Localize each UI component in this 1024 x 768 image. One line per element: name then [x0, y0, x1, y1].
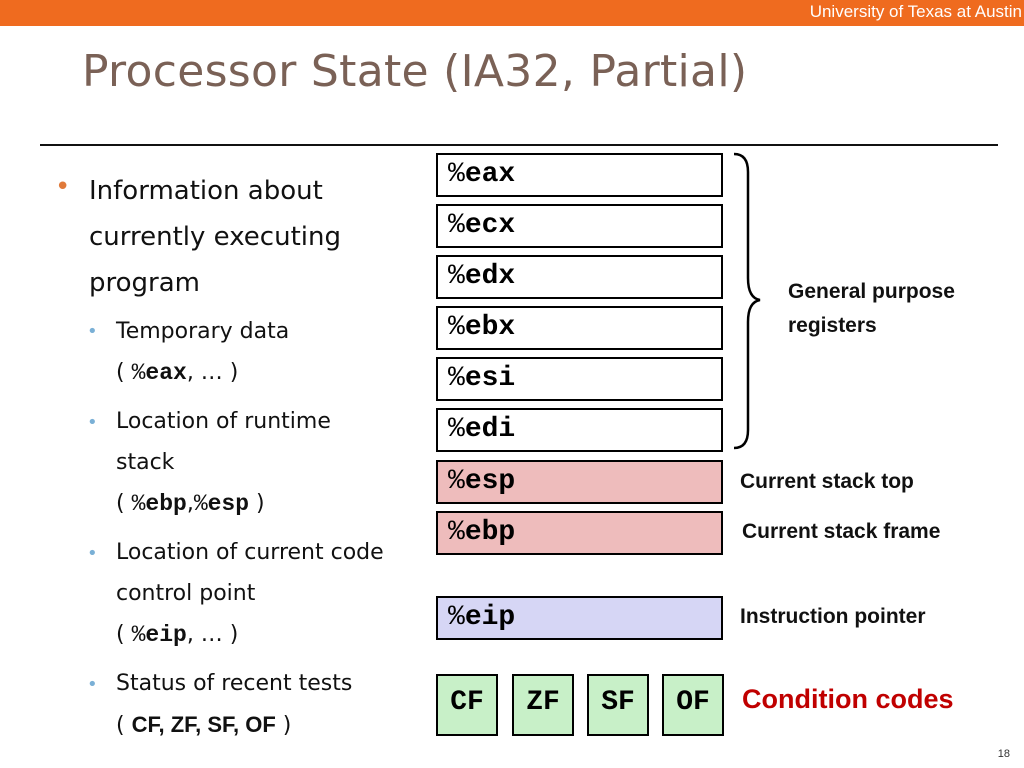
register-percent: %: [448, 363, 465, 394]
register-esp: %esp: [436, 460, 723, 504]
condition-code-cf: CF: [436, 674, 498, 736]
code-register: esp: [207, 491, 250, 517]
stack-frame-label: Current stack frame: [742, 520, 941, 543]
title-divider: [40, 144, 998, 146]
register-ebx: %ebx: [436, 306, 723, 350]
sub-bullet-dot-icon: •: [87, 674, 98, 695]
general-purpose-label-line: registers: [788, 314, 877, 337]
sub-bullet-code-line: ( CF, ZF, SF, OF ): [116, 704, 416, 746]
code-separator: ,: [186, 491, 194, 516]
institution-name: University of Texas at Austin: [809, 2, 1022, 21]
condition-code-sf: SF: [587, 674, 649, 736]
paren-open: (: [116, 622, 132, 647]
condition-code-zf: ZF: [512, 674, 574, 736]
paren-close: ): [249, 491, 265, 516]
general-purpose-label-line: General purpose: [788, 280, 955, 303]
sub-bullet-dot-icon: •: [87, 321, 98, 342]
sub-bullet-dot-icon: •: [87, 543, 98, 564]
register-eax: %eax: [436, 153, 723, 197]
instruction-pointer-label: Instruction pointer: [740, 605, 926, 628]
header-bar: University of Texas at Austin: [0, 0, 1024, 26]
register-eip: %eip: [436, 596, 723, 640]
slide-title: Processor State (IA32, Partial): [82, 46, 748, 97]
register-edi: %edi: [436, 408, 723, 452]
bullet-list: • Information about currently executing …: [0, 0, 420, 768]
register-percent: %: [448, 312, 465, 343]
general-purpose-label: General purpose registers: [788, 275, 955, 343]
condition-codes-label: Condition codes: [742, 684, 954, 714]
register-percent: %: [448, 466, 465, 497]
sub-bullet-control-point: Location of current code control point (…: [116, 532, 416, 656]
register-name: ebx: [464, 312, 516, 343]
bullet-main: Information about currently executing pr…: [89, 176, 341, 298]
sub-bullet-text: Status of recent tests: [116, 671, 353, 696]
code-percent: %: [131, 622, 146, 648]
stack-top-label: Current stack top: [740, 470, 914, 493]
register-name: esp: [464, 466, 516, 497]
sub-bullet-code-line: ( %eax, … ): [116, 352, 416, 394]
condition-code-label: CF: [450, 687, 484, 718]
paren-open: (: [116, 713, 132, 738]
condition-code-of: OF: [662, 674, 724, 736]
code-percent: %: [193, 491, 208, 517]
condition-code-list: CF, ZF, SF, OF: [131, 712, 276, 737]
sub-bullet-dot-icon: •: [87, 412, 98, 433]
code-percent: %: [131, 491, 146, 517]
sub-bullet-code-line: ( %eip, … ): [116, 614, 416, 656]
page-number: 18: [997, 748, 1010, 760]
sub-bullet-text: Location of current code control point: [116, 540, 384, 606]
register-name: edx: [464, 261, 516, 292]
register-name: edi: [464, 414, 516, 445]
paren-open: (: [116, 491, 132, 516]
register-esi: %esi: [436, 357, 723, 401]
register-percent: %: [448, 602, 465, 633]
code-register: eip: [145, 622, 187, 648]
register-percent: %: [448, 261, 465, 292]
register-name: eip: [464, 602, 516, 633]
condition-code-label: OF: [676, 687, 710, 718]
curly-brace-icon: [733, 152, 761, 450]
register-percent: %: [448, 517, 465, 548]
register-name: ecx: [464, 210, 516, 241]
register-percent: %: [448, 159, 465, 190]
register-name: ebp: [464, 517, 516, 548]
sub-bullet-runtime-stack: Location of runtime stack ( %ebp,%esp ): [116, 401, 416, 525]
register-name: esi: [464, 363, 516, 394]
register-name: eax: [464, 159, 516, 190]
register-edx: %edx: [436, 255, 723, 299]
register-percent: %: [448, 414, 465, 445]
condition-code-label: SF: [601, 687, 635, 718]
condition-code-label: ZF: [526, 687, 560, 718]
sub-bullet-temporary-data: Temporary data ( %eax, … ): [116, 311, 416, 394]
paren-open: (: [116, 360, 132, 385]
sub-bullet-recent-tests: Status of recent tests ( CF, ZF, SF, OF …: [116, 663, 416, 746]
sub-bullet-text: Location of runtime stack: [116, 409, 331, 475]
register-ecx: %ecx: [436, 204, 723, 248]
code-percent: %: [131, 360, 146, 386]
bullet-dot-icon: •: [55, 172, 71, 202]
register-ebp: %ebp: [436, 511, 723, 555]
paren-close: , … ): [186, 622, 239, 647]
paren-close: ): [275, 713, 292, 738]
code-register: eax: [145, 360, 187, 386]
sub-bullet-text: Temporary data: [116, 319, 290, 344]
register-percent: %: [448, 210, 465, 241]
paren-close: , … ): [186, 360, 239, 385]
code-register: ebp: [145, 491, 187, 517]
sub-bullet-code-line: ( %ebp,%esp ): [116, 483, 416, 525]
